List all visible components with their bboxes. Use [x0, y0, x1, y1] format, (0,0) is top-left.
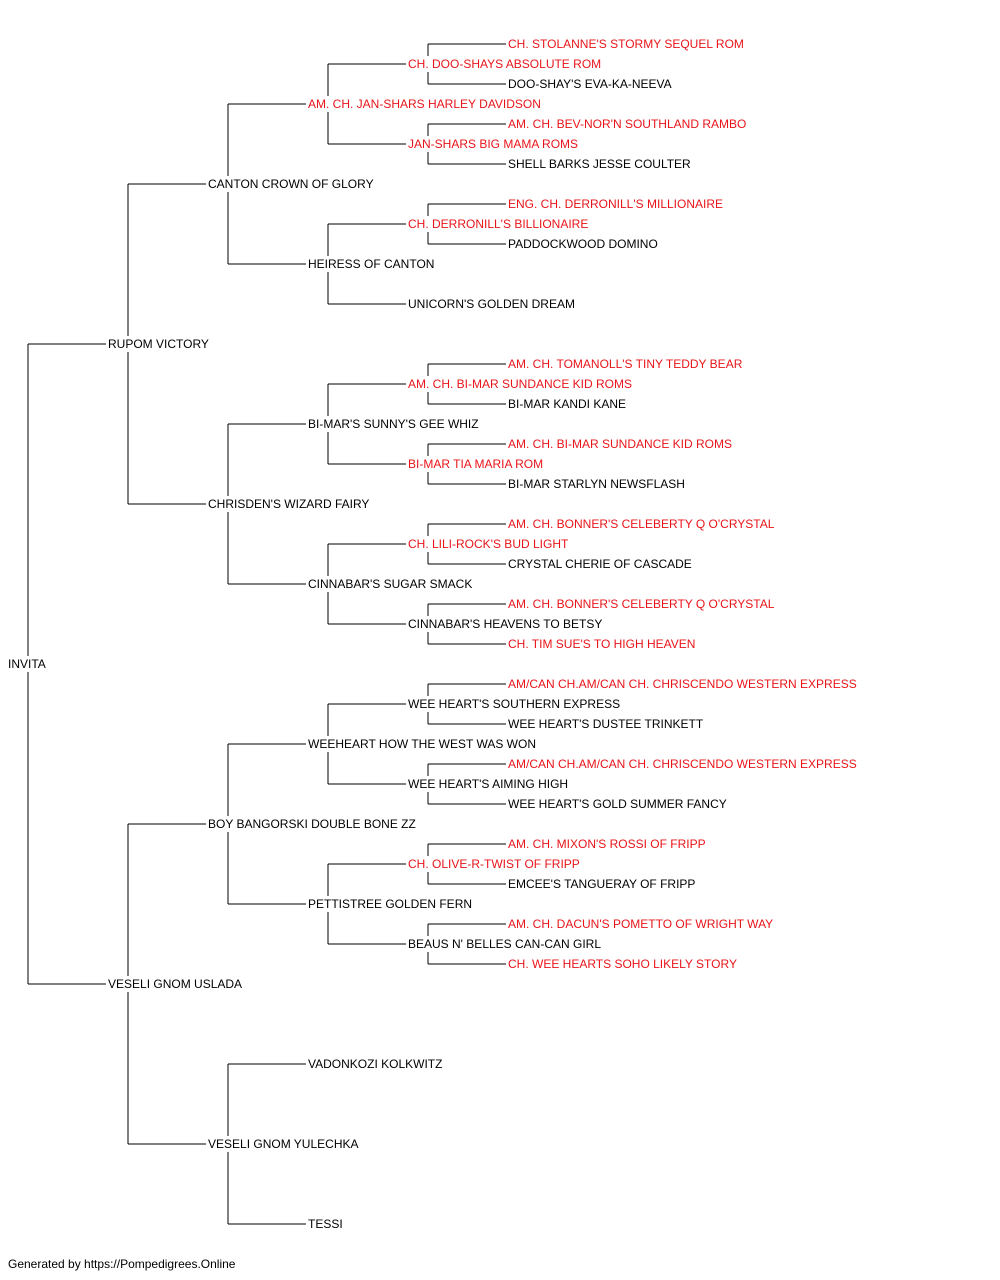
dam-name: BEAUS N' BELLES CAN-CAN GIRL [406, 936, 604, 952]
dam-name: WEE HEART'S GOLD SUMMER FANCY [506, 796, 729, 812]
sire-name: CH. LILI-ROCK'S BUD LIGHT [406, 536, 571, 552]
sire-name: AM. CH. TOMANOLL'S TINY TEDDY BEAR [506, 356, 745, 372]
dam-name: CINNABAR'S SUGAR SMACK [306, 576, 475, 592]
sire-name: ENG. CH. DERRONILL'S MILLIONAIRE [506, 196, 726, 212]
sire-name: WEE HEART'S SOUTHERN EXPRESS [406, 696, 623, 712]
sire-name: CANTON CROWN OF GLORY [206, 176, 376, 192]
sire-name: CH. OLIVE-R-TWIST OF FRIPP [406, 856, 582, 872]
sire-name: AM. CH. BI-MAR SUNDANCE KID ROMS [406, 376, 635, 392]
dam-name: BI-MAR KANDI KANE [506, 396, 629, 412]
sire-name: BI-MAR'S SUNNY'S GEE WHIZ [306, 416, 481, 432]
sire-name: AM/CAN CH.AM/CAN CH. CHRISCENDO WESTERN … [506, 756, 859, 772]
dam-name: CH. TIM SUE'S TO HIGH HEAVEN [506, 636, 698, 652]
dam-name: EMCEE'S TANGUERAY OF FRIPP [506, 876, 698, 892]
dam-name: CH. WEE HEARTS SOHO LIKELY STORY [506, 956, 739, 972]
sire-name: CH. STOLANNE'S STORMY SEQUEL ROM [506, 36, 746, 52]
sire-name: CH. DOO-SHAYS ABSOLUTE ROM [406, 56, 604, 72]
sire-name: AM. CH. JAN-SHARS HARLEY DAVIDSON [306, 96, 543, 112]
dam-name: TESSI [306, 1216, 345, 1232]
dam-name: CRYSTAL CHERIE OF CASCADE [506, 556, 694, 572]
sire-name: VADONKOZI KOLKWITZ [306, 1056, 445, 1072]
sire-name: WEEHEART HOW THE WEST WAS WON [306, 736, 539, 752]
sire-name: AM. CH. BI-MAR SUNDANCE KID ROMS [506, 436, 735, 452]
dam-name: BI-MAR STARLYN NEWSFLASH [506, 476, 687, 492]
dam-name: SHELL BARKS JESSE COULTER [506, 156, 693, 172]
dam-name: PADDOCKWOOD DOMINO [506, 236, 660, 252]
dam-name: CINNABAR'S HEAVENS TO BETSY [406, 616, 605, 632]
sire-name: AM. CH. DACUN'S POMETTO OF WRIGHT WAY [506, 916, 776, 932]
sire-name: AM. CH. BONNER'S CELEBERTY Q O'CRYSTAL [506, 596, 777, 612]
dam-name: VESELI GNOM YULECHKA [206, 1136, 361, 1152]
sire-name: AM. CH. MIXON'S ROSSI OF FRIPP [506, 836, 708, 852]
sire-name: AM. CH. BEV-NOR'N SOUTHLAND RAMBO [506, 116, 749, 132]
sire-name: RUPOM VICTORY [106, 336, 211, 352]
dam-name: JAN-SHARS BIG MAMA ROMS [406, 136, 581, 152]
dam-name: DOO-SHAY'S EVA-KA-NEEVA [506, 76, 674, 92]
sire-name: AM/CAN CH.AM/CAN CH. CHRISCENDO WESTERN … [506, 676, 859, 692]
dam-name: VESELI GNOM USLADA [106, 976, 245, 992]
dam-name: WEE HEART'S DUSTEE TRINKETT [506, 716, 706, 732]
generated-by-footer: Generated by https://Pompedigrees.Online [8, 1257, 236, 1271]
dam-name: HEIRESS OF CANTON [306, 256, 437, 272]
sire-name: AM. CH. BONNER'S CELEBERTY Q O'CRYSTAL [506, 516, 777, 532]
subject-dog-name: INVITA [6, 656, 48, 672]
dam-name: WEE HEART'S AIMING HIGH [406, 776, 571, 792]
sire-name: BOY BANGORSKI DOUBLE BONE ZZ [206, 816, 418, 832]
dam-name: CHRISDEN'S WIZARD FAIRY [206, 496, 372, 512]
sire-name: CH. DERRONILL'S BILLIONAIRE [406, 216, 591, 232]
dam-name: PETTISTREE GOLDEN FERN [306, 896, 475, 912]
dam-name: UNICORN'S GOLDEN DREAM [406, 296, 577, 312]
dam-name: BI-MAR TIA MARIA ROM [406, 456, 546, 472]
